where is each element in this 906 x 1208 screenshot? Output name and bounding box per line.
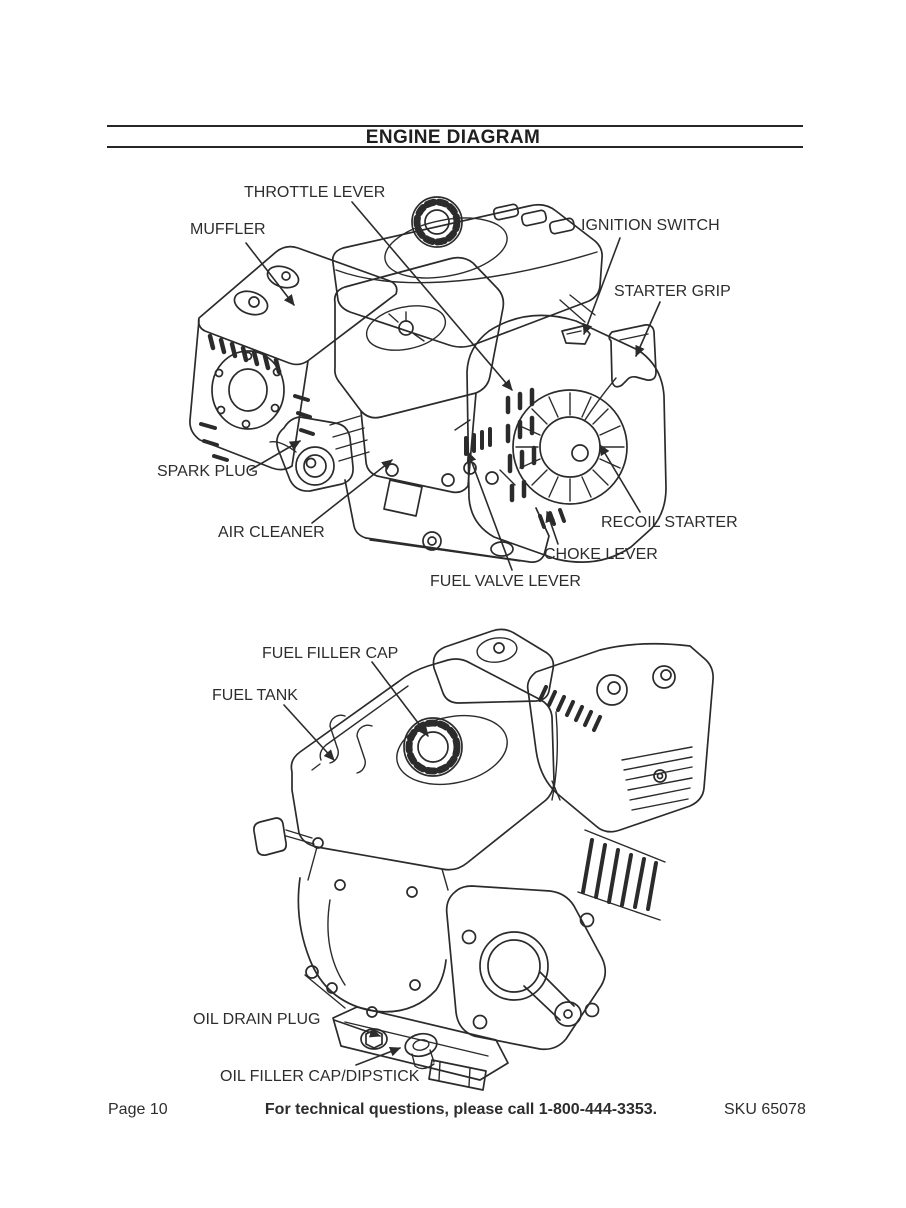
oil-drain-plug-shape <box>360 1028 388 1050</box>
air-cleaner-top-shape <box>333 256 505 517</box>
leader-ignition-switch <box>582 237 621 335</box>
label-ignition-switch: IGNITION SWITCH <box>581 217 720 234</box>
engine-top-illustration <box>189 196 667 563</box>
leader-starter-grip <box>635 301 661 357</box>
leader-oil-filler-cap <box>355 1046 401 1066</box>
leader-air-cleaner <box>311 459 393 524</box>
oil-filler-cap-shape <box>404 1032 438 1070</box>
label-oil-filler-cap-dipstick: OIL FILLER CAP/DIPSTICK <box>220 1068 420 1085</box>
cooling-fins-shape <box>551 711 666 921</box>
footer-support-text: For technical questions, please call 1-8… <box>264 1101 658 1118</box>
label-spark-plug: SPARK PLUG <box>157 463 259 480</box>
fuel-tank-bottom-shape <box>290 658 561 891</box>
pto-shaft-shape <box>479 931 582 1027</box>
ignition-switch-shape <box>561 325 591 345</box>
page-title: ENGINE DIAGRAM <box>365 127 541 148</box>
leader-fuel-valve-lever <box>466 451 513 571</box>
label-oil-drain-plug: OIL DRAIN PLUG <box>193 1011 321 1028</box>
leader-spark-plug <box>249 440 301 471</box>
spark-plug-shape <box>269 415 370 492</box>
label-muffler: MUFFLER <box>190 221 266 238</box>
leader-oil-drain-plug <box>333 1019 381 1038</box>
label-choke-lever: CHOKE LEVER <box>544 546 658 563</box>
starter-grip-shape <box>584 324 657 421</box>
label-throttle-lever: THROTTLE LEVER <box>244 184 386 201</box>
fuel-filler-cap-shape <box>403 717 463 777</box>
leader-choke-lever <box>545 511 559 545</box>
engine-base-top-shape <box>344 479 550 563</box>
leader-muffler <box>245 242 295 306</box>
fuel-valve-knob-shape <box>253 817 324 856</box>
label-recoil-starter: RECOIL STARTER <box>601 514 738 531</box>
leader-throttle-lever <box>351 201 513 391</box>
leader-lines <box>245 201 661 1066</box>
footer-page-number: Page 10 <box>108 1101 168 1118</box>
air-cleaner-bottom-shape <box>526 642 714 833</box>
muffler-shape <box>189 245 398 471</box>
carb-linkage-shape <box>454 419 516 486</box>
footer-sku: SKU 65078 <box>724 1101 806 1118</box>
mounting-foot-shape <box>332 1006 509 1091</box>
leader-recoil-starter <box>599 444 641 513</box>
leader-fuel-tank <box>283 704 335 761</box>
label-air-cleaner: AIR CLEANER <box>218 524 325 541</box>
label-fuel-tank: FUEL TANK <box>212 687 298 704</box>
label-fuel-valve-lever: FUEL VALVE LEVER <box>430 573 581 590</box>
valve-cover-shape <box>432 628 555 704</box>
fuel-cap-top-shape <box>411 196 463 248</box>
leader-fuel-filler-cap <box>371 661 429 737</box>
fuel-tank-top-shape <box>331 203 603 348</box>
title-rule-top <box>107 125 803 127</box>
engine-bottom-illustration <box>253 628 714 1091</box>
label-fuel-filler-cap: FUEL FILLER CAP <box>262 645 399 662</box>
label-starter-grip: STARTER GRIP <box>614 283 731 300</box>
recoil-starter-wheel-shape <box>512 389 628 505</box>
title-rule-bottom <box>107 146 803 148</box>
